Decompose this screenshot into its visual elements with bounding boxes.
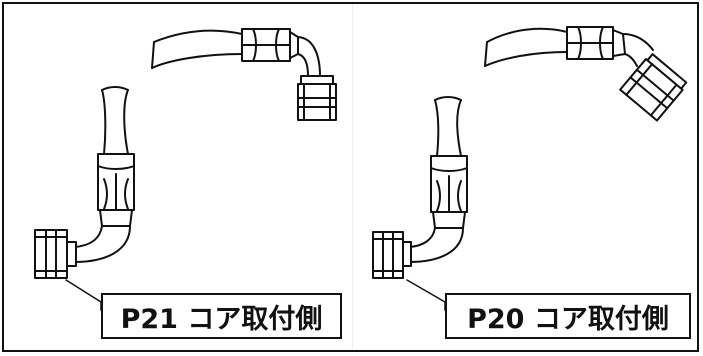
figure-frame: P21 コア取付側 — [2, 2, 699, 352]
hose-fitting-drawing-p20 — [372, 26, 688, 311]
hose-fitting-drawing-p21 — [34, 28, 337, 311]
lower-hose-fitting-icon — [34, 86, 135, 279]
label-p20-core-side: P20 コア取付側 — [445, 293, 691, 339]
panel-p21: P21 コア取付側 — [4, 4, 352, 350]
lower-hose-fitting-icon — [372, 96, 468, 279]
upper-hose-fitting-icon — [151, 28, 337, 121]
label-p21-core-side: P21 コア取付側 — [101, 293, 342, 339]
panel-divider — [352, 4, 353, 350]
callout-leader-p21 — [65, 279, 102, 311]
callout-leader-p20 — [406, 279, 446, 311]
panel-p20: P20 コア取付側 — [353, 4, 697, 350]
upper-hose-fitting-45-icon — [484, 26, 688, 122]
